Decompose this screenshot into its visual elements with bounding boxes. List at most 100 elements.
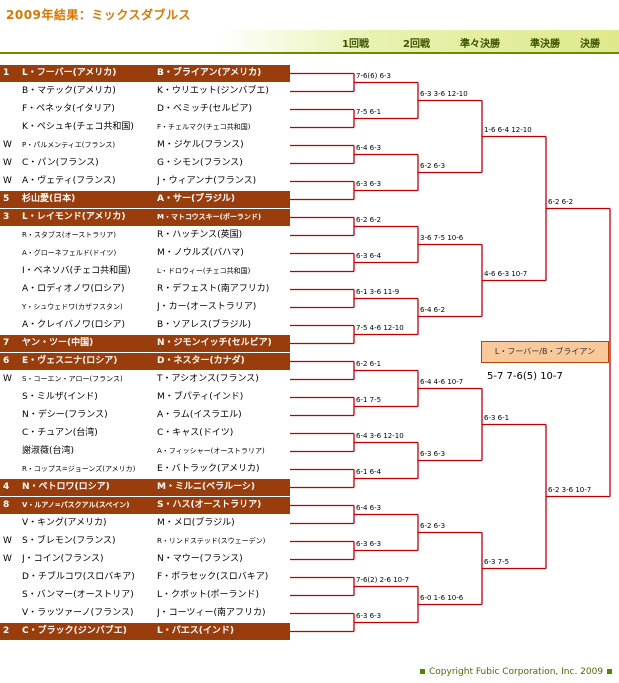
- player-2: S・ハス(オーストラリア): [157, 500, 262, 510]
- draw-entry: B・マテック(アメリカ)K・ウリエット(ジンバブエ): [0, 83, 290, 100]
- draw-entry: C・チュアン(台湾) C・キャス(ドイツ): [0, 425, 290, 442]
- player-2: D・ネスター(カナダ): [157, 356, 245, 366]
- entry-mark: W: [3, 374, 12, 384]
- draw-entry: 謝淑薇(台湾)A・フィッシャー(オーストラリア): [0, 443, 290, 460]
- player-2: M・ジケル(フランス): [157, 140, 244, 150]
- match-score: 6-3 6-3: [356, 539, 382, 548]
- player-1: 杉山愛(日本): [22, 194, 76, 204]
- draw-entry: Y・シュウェドワ(カザフスタン)J・カー(オーストラリア): [0, 299, 290, 316]
- draw-entry: I・ベネソバ(チェコ共和国) L・ドロウィー(チェコ共和国): [0, 263, 290, 280]
- draw-entry: N・デシー(フランス)A・ラム(イスラエル): [0, 407, 290, 424]
- player-1: R・スタブス(オーストラリア): [22, 231, 116, 239]
- player-1: N・デシー(フランス): [22, 410, 108, 420]
- final-score: 5-7 7-6(5) 10-7: [487, 371, 563, 382]
- player-1: F・ペネッタ(イタリア): [22, 104, 115, 114]
- player-1: K・ペシュキ(チェコ共和国): [22, 122, 134, 132]
- player-2: B・ブライアン(アメリカ): [157, 68, 262, 78]
- player-2: N・ジモンイッチ(セルビア): [157, 338, 272, 348]
- player-1: C・ブラック(ジンバブエ): [22, 626, 127, 636]
- player-1: ヤン・ツー(中国): [22, 338, 94, 348]
- match-score: 6-3 6-4: [356, 251, 382, 260]
- player-1: V・ラッツァーノ(フランス): [22, 608, 134, 618]
- player-2: N・マウー(フランス): [157, 554, 243, 564]
- player-2: G・シモン(フランス): [157, 158, 243, 168]
- draw-entry: 7 ヤン・ツー(中国) N・ジモンイッチ(セルビア): [0, 335, 290, 352]
- entry-mark: 5: [3, 194, 10, 204]
- player-2: C・キャス(ドイツ): [157, 428, 234, 438]
- round-label-r2: 2回戦: [403, 39, 430, 50]
- match-score: 7-6(2) 2-6 10-7: [356, 575, 410, 584]
- footer: Copyright Fubic Corporation, Inc. 2009: [420, 667, 613, 677]
- player-1: L・フーバー(アメリカ): [22, 68, 117, 78]
- player-1: A・グローネフェルド(ドイツ): [22, 249, 117, 257]
- entry-mark: W: [3, 536, 12, 546]
- player-2: E・バトラック(アメリカ): [157, 464, 260, 474]
- footer-square-icon: [607, 668, 613, 674]
- match-score: 1-6 6-4 12-10: [484, 125, 532, 134]
- player-1: C・チュアン(台湾): [22, 428, 98, 438]
- champion-box: L・フーバー/B・ブライアン: [481, 341, 609, 363]
- match-score: 6-1 3-6 11-9: [356, 287, 400, 296]
- player-1: S・ミルザ(インド): [22, 392, 98, 402]
- match-score: 6-3 7-5: [484, 557, 510, 566]
- match-score: 6-2 6-1: [356, 359, 382, 368]
- match-score: 3-6 7-5 10-6: [420, 233, 464, 242]
- player-2: M・ノウルズ(バハマ): [157, 248, 244, 258]
- draw-entry: V・ラッツァーノ(フランス) J・コーツィー(南アフリカ): [0, 605, 290, 622]
- player-1: S・ブレモン(フランス): [22, 536, 116, 546]
- entry-mark: W: [3, 158, 12, 168]
- player-1: A・クレイバノワ(ロシア): [22, 320, 125, 330]
- player-1: N・ペトロワ(ロシア): [22, 482, 110, 492]
- entry-mark: W: [3, 554, 12, 564]
- round-label-final: 決勝: [580, 39, 600, 50]
- page-title: 2009年結果：ミックスダブルス: [6, 8, 192, 22]
- player-2: L・ドロウィー(チェコ共和国): [157, 267, 251, 275]
- match-score: 6-4 3-6 12-10: [356, 431, 404, 440]
- player-2: D・ベミッチ(セルビア): [157, 104, 252, 114]
- match-score: 6-4 4-6 10-7: [420, 377, 464, 386]
- player-2: R・デフェスト(南アフリカ): [157, 284, 270, 294]
- player-2: J・コーツィー(南アフリカ): [157, 608, 266, 618]
- entry-mark: 3: [3, 212, 10, 222]
- draw-entry: R・コップス=ジョーンズ(アメリカ)E・バトラック(アメリカ): [0, 461, 290, 478]
- player-1: I・ベネソバ(チェコ共和国): [22, 266, 131, 276]
- footer-square-icon: [420, 668, 425, 674]
- match-score: 6-4 6-3: [356, 503, 382, 512]
- player-2: M・メロ(ブラジル): [157, 518, 235, 528]
- match-score: 6-3 6-3: [356, 611, 382, 620]
- entry-mark: 2: [3, 626, 10, 636]
- entry-mark: 7: [3, 338, 10, 348]
- player-2: L・パエス(インド): [157, 626, 234, 636]
- player-1: A・ヴェティ(フランス): [22, 176, 116, 186]
- player-2: A・フィッシャー(オーストラリア): [157, 447, 265, 455]
- player-1: Y・シュウェドワ(カザフスタン): [22, 303, 123, 311]
- match-score: 6-0 1-6 10-6: [420, 593, 464, 602]
- player-2: T・アシオンス(フランス): [157, 374, 259, 384]
- player-1: B・マテック(アメリカ): [22, 86, 116, 96]
- match-score: 6-2 6-3: [420, 521, 446, 530]
- match-score: 6-3 6-1: [484, 413, 510, 422]
- match-score: 6-3 6-3: [420, 449, 446, 458]
- draw-entry: S・バンマー(オーストリア)L・クボット(ポーランド): [0, 587, 290, 604]
- player-1: V・ルアノ=パスクアル(スペイン): [22, 501, 130, 509]
- player-2: F・ポラセック(スロバキア): [157, 572, 269, 582]
- round-label-qf: 準々決勝: [460, 39, 500, 50]
- draw-entry: S・ミルザ(インド) M・ブパティ(インド): [0, 389, 290, 406]
- match-score: 7-5 6-1: [356, 107, 382, 116]
- round-header: 1回戦 2回戦 準々決勝 準決勝 決勝: [0, 30, 619, 54]
- player-2: M・ブパティ(インド): [157, 392, 244, 402]
- round-label-sf: 準決勝: [530, 39, 560, 50]
- player-2: R・リンドステッド(スウェーデン): [157, 537, 266, 545]
- draw-entry: A・クレイバノワ(ロシア)B・ソアレス(ブラジル): [0, 317, 290, 334]
- match-score: 7-5 4-6 12-10: [356, 323, 404, 332]
- player-1: S・バンマー(オーストリア): [22, 590, 134, 600]
